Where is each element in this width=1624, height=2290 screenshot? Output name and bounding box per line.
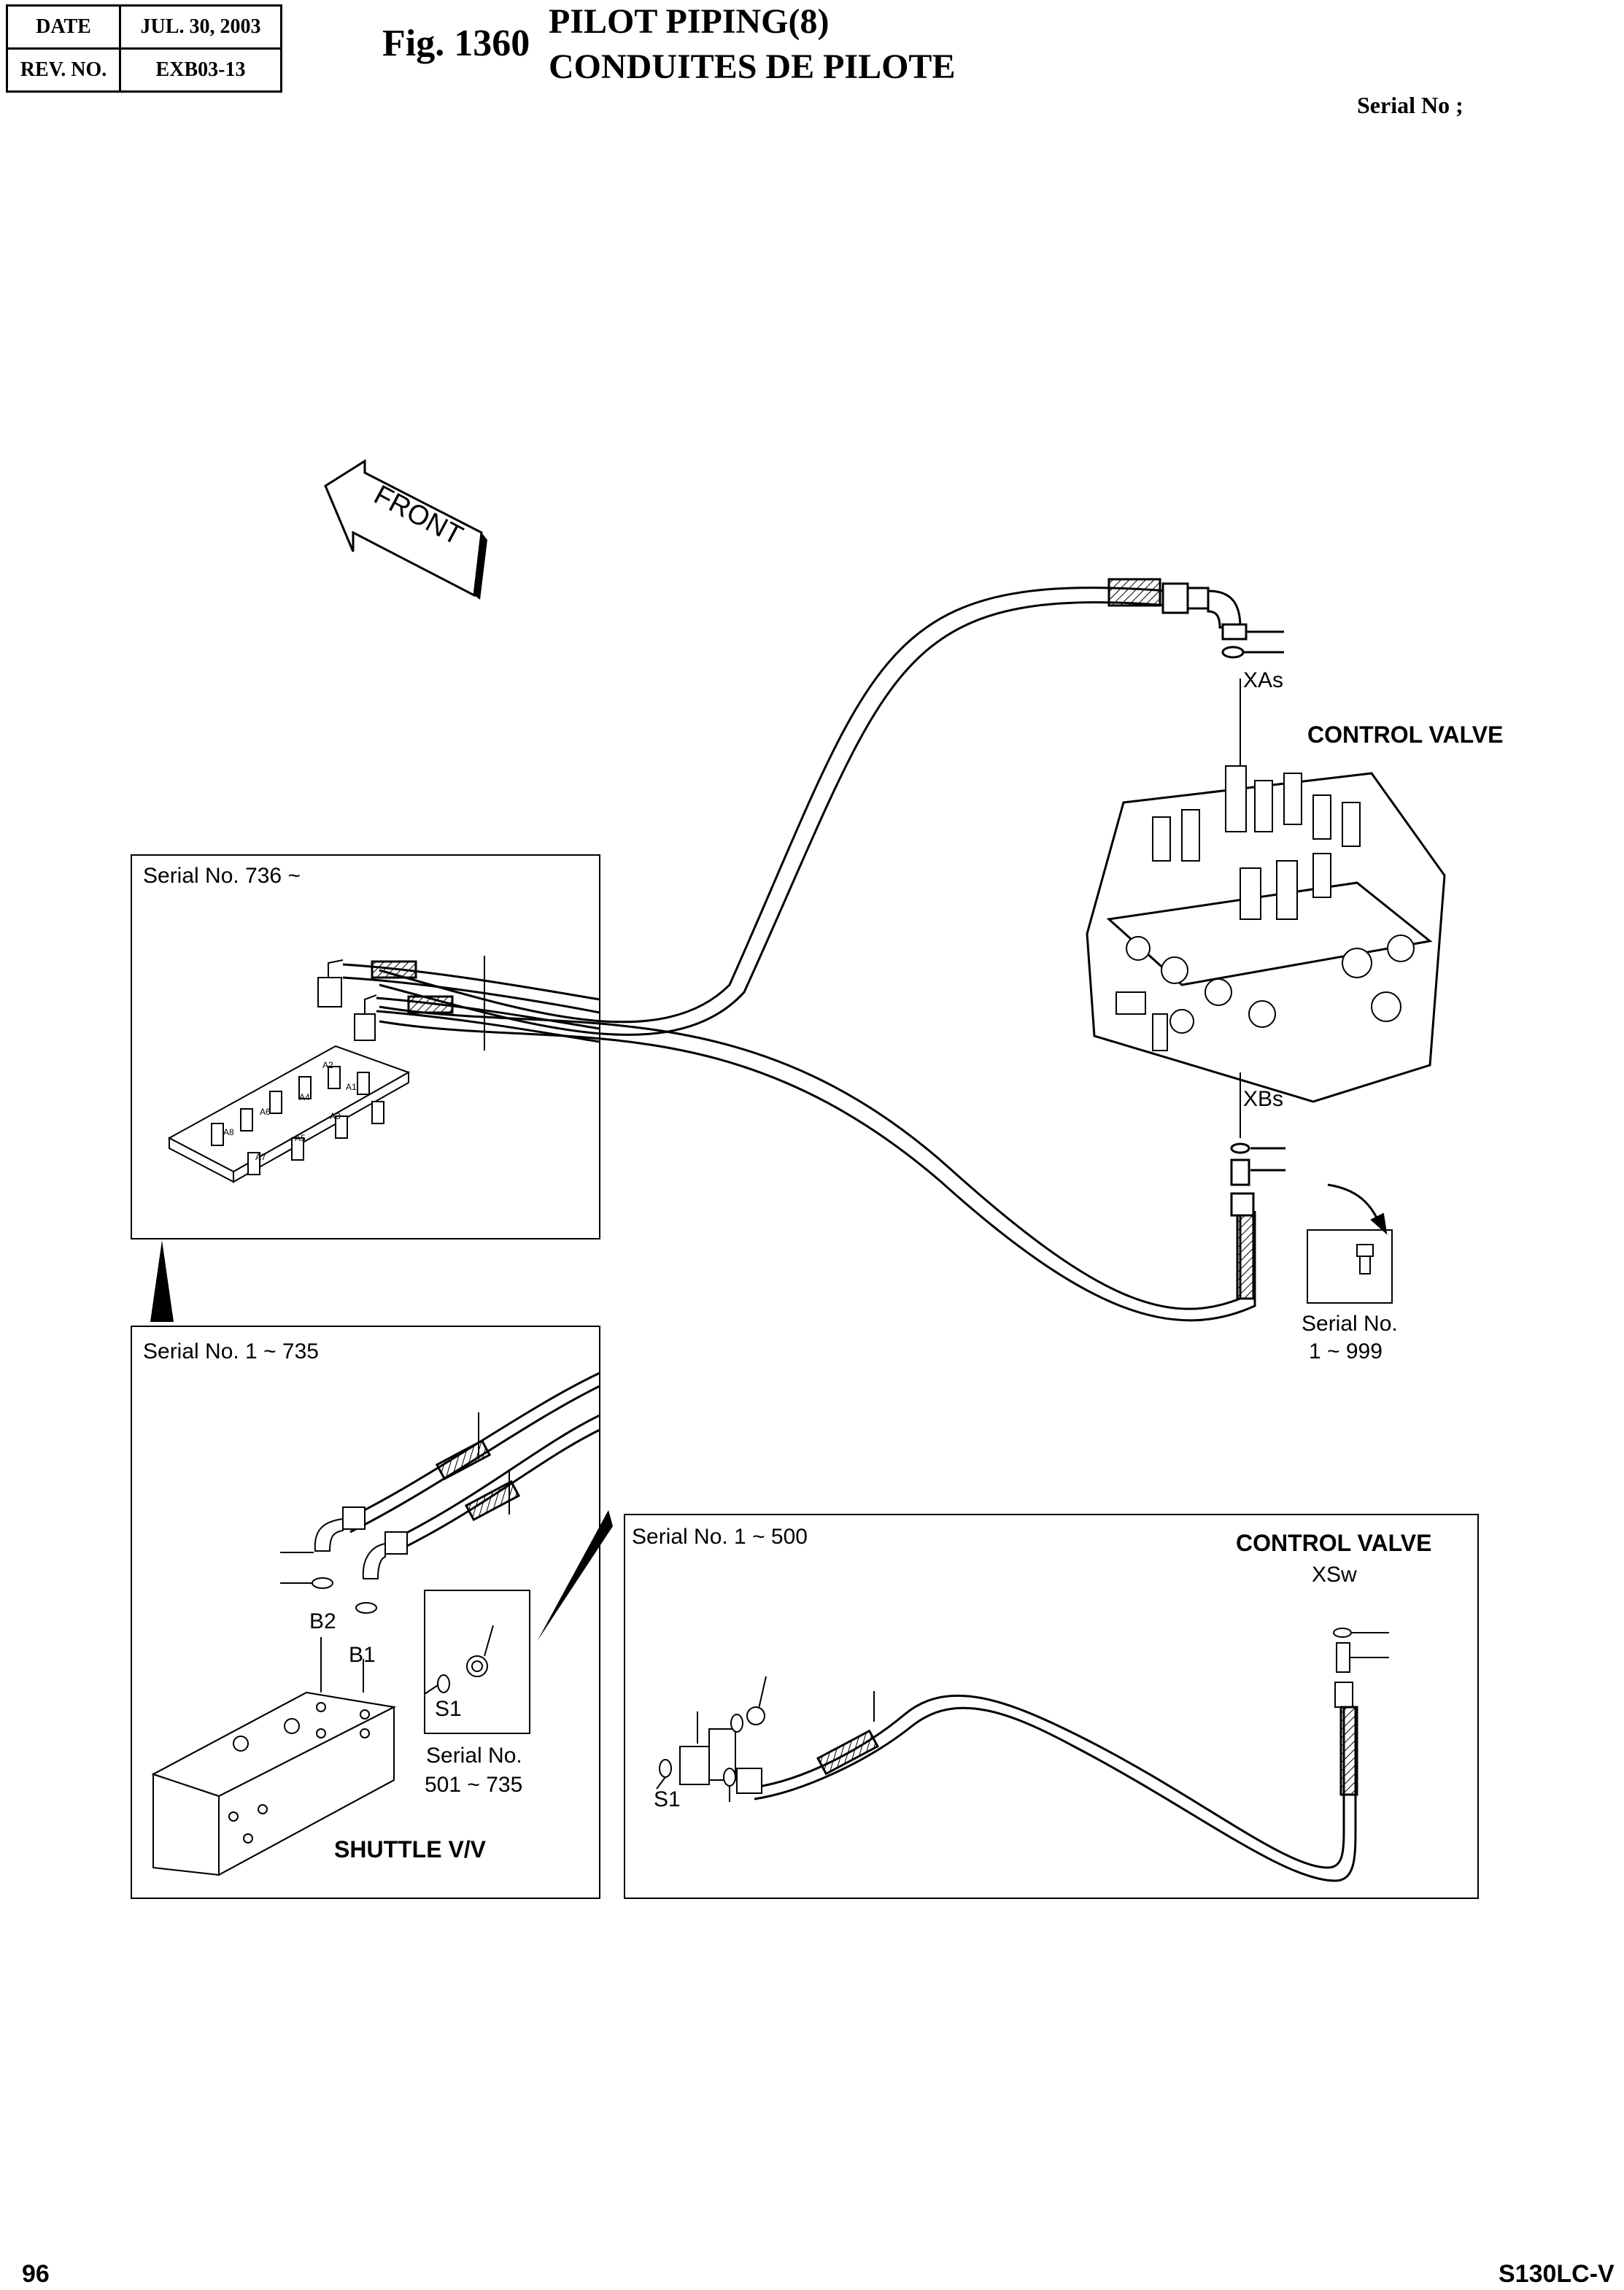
box1-hoses <box>342 956 600 1051</box>
inset-999-line2: 1 ~ 999 <box>1309 1339 1383 1363</box>
box2-fittings <box>280 1506 408 1693</box>
model-number: S130LC-V <box>1499 2260 1615 2288</box>
inset-serial-999 <box>1307 1183 1393 1304</box>
box3-control-valve-label: CONTROL VALVE <box>1236 1530 1431 1556</box>
date-value: JUL. 30, 2003 <box>119 4 282 50</box>
port-s1-label: S1 <box>435 1697 462 1721</box>
control-valve <box>1086 765 1446 1103</box>
port-b2-label: B2 <box>309 1609 336 1633</box>
box2-hoses <box>349 1372 600 1554</box>
box3-title: Serial No. 1 ~ 500 <box>632 1525 808 1549</box>
box3-fittings <box>1333 1628 1389 1708</box>
box2-title: Serial No. 1 ~ 735 <box>143 1339 319 1363</box>
box3-hose <box>754 1691 1358 1882</box>
title-french: CONDUITES DE PILOTE <box>549 47 956 86</box>
svg-text:A3: A3 <box>330 1111 341 1121</box>
box3-pointer <box>537 1510 613 1641</box>
svg-text:A6: A6 <box>260 1107 271 1117</box>
box-serial-1-735 <box>131 1326 600 1899</box>
inset-serial-735 <box>424 1590 530 1734</box>
port-xsw-label: XSw <box>1312 1563 1357 1587</box>
port-xas-label: XAs <box>1243 668 1283 692</box>
shuttle-valve <box>151 1691 397 1876</box>
revision-table: DATE JUL. 30, 2003 REV. NO. EXB03-13 <box>6 4 282 93</box>
rev-value: EXB03-13 <box>119 47 282 93</box>
box1-title: Serial No. 736 ~ <box>143 864 301 888</box>
shuttle-valve-label: SHUTTLE V/V <box>334 1836 487 1862</box>
box2-s1-oring <box>424 1674 450 1695</box>
box3-elbow <box>656 1676 767 1802</box>
figure-number: Fig. 1360 <box>382 23 530 64</box>
svg-text:A4: A4 <box>299 1092 310 1102</box>
main-hoses <box>379 578 1256 1322</box>
box1-manifold <box>167 959 411 1183</box>
inset-999-line1: Serial No. <box>1302 1312 1398 1336</box>
svg-text:A1: A1 <box>346 1082 357 1092</box>
box-serial-1-500 <box>624 1514 1479 1899</box>
rev-label: REV. NO. <box>6 47 121 93</box>
box-serial-736 <box>131 854 600 1239</box>
serial-number-header: Serial No ; <box>1357 92 1463 118</box>
inset-735-line2: 501 ~ 735 <box>425 1773 522 1797</box>
svg-text:A8: A8 <box>223 1127 234 1137</box>
port-xbs-label: XBs <box>1243 1087 1283 1111</box>
xbs-fitting <box>1230 1072 1285 1217</box>
date-label: DATE <box>6 4 121 50</box>
title-english: PILOT PIPING(8) <box>549 2 830 41</box>
pointer-triangle <box>150 1240 174 1322</box>
control-valve-label: CONTROL VALVE <box>1307 722 1503 748</box>
svg-text:A5: A5 <box>295 1133 306 1143</box>
inset-735-line1: Serial No. <box>426 1744 522 1768</box>
svg-text:A7: A7 <box>255 1152 266 1162</box>
xas-fitting <box>1161 582 1284 773</box>
svg-text:A2: A2 <box>322 1060 333 1070</box>
box1-port-labels: A1 A2 A3 A4 A5 A6 A7 A8 <box>223 1060 357 1162</box>
front-arrow: FRONT <box>324 459 487 600</box>
box3-port-s1-label: S1 <box>654 1787 681 1811</box>
port-b1-label: B1 <box>349 1643 376 1667</box>
page-number: 96 <box>22 2260 50 2288</box>
